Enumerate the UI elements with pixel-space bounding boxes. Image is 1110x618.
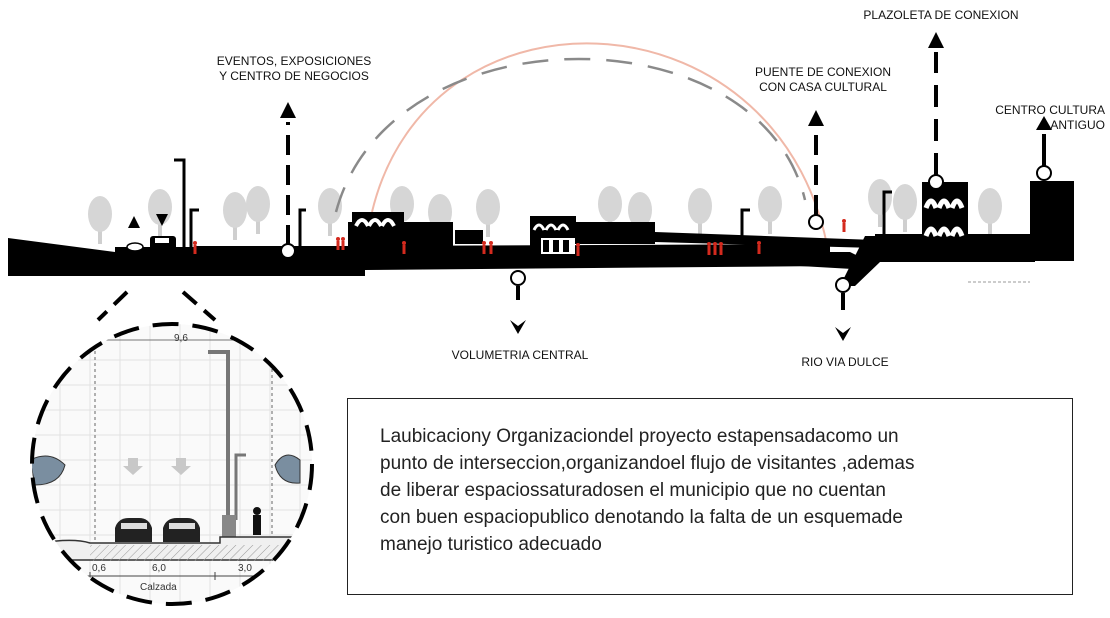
label-rio: RIO VIA DULCE [801, 355, 889, 369]
marker-centro-cultural [1036, 116, 1052, 181]
label-puente: PUENTE DE CONEXION CON CASA CULTURAL [754, 65, 892, 94]
car-icon [126, 236, 176, 252]
detail-circle-border [30, 322, 314, 606]
traffic-arrows [128, 214, 168, 228]
plazoleta-building [922, 182, 968, 238]
marker-puente [808, 110, 824, 230]
marker-eventos [280, 102, 296, 259]
label-eventos: EVENTOS, EXPOSICIONES Y CENTRO DE NEGOCI… [216, 54, 372, 83]
zoom-lines [96, 290, 217, 322]
description-text: Laubicaciony Organizaciondel proyecto es… [380, 426, 915, 555]
dim-left: 0,6 [92, 563, 106, 574]
description-box: Laubicaciony Organizaciondel proyecto es… [347, 398, 1073, 595]
dashed-arc [334, 57, 807, 213]
label-plazoleta: PLAZOLETA DE CONEXION [863, 8, 1019, 22]
dim-width-top: 9,6 [174, 333, 188, 344]
ground-section [8, 181, 1074, 286]
marker-rio [835, 277, 851, 341]
label-centro-cultural: CENTRO CULTURA ANTIGUO [995, 103, 1105, 132]
orange-arc [371, 42, 831, 263]
street-section-detail [32, 324, 312, 604]
marker-volumetria [510, 270, 526, 334]
marker-plazoleta [928, 32, 944, 190]
label-volumetria: VOLUMETRIA CENTRAL [451, 348, 589, 362]
dim-mid: 6,0 [152, 563, 166, 574]
streetlight-icon [174, 158, 892, 248]
arched-pavilion [352, 212, 576, 254]
dim-calzada: Calzada [140, 582, 177, 593]
dim-right: 3,0 [238, 563, 252, 574]
